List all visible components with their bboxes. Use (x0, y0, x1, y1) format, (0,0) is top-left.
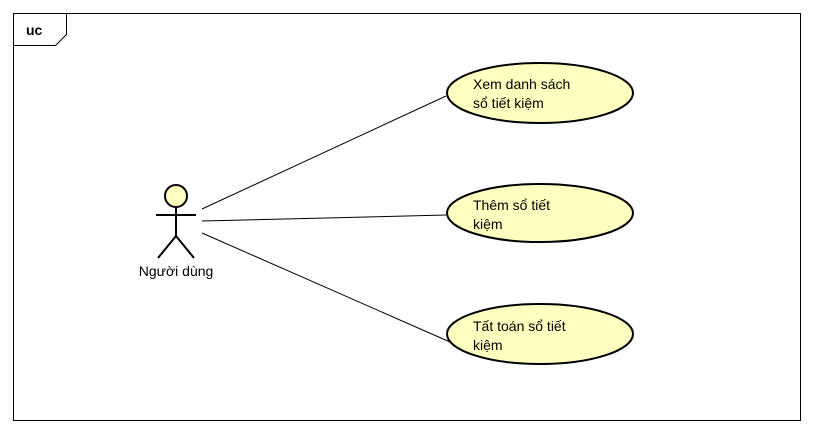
use-case-label-line1: Tất toán sổ tiết (473, 318, 566, 334)
diagram-frame (13, 13, 801, 421)
actor-name: Người dùng (139, 263, 214, 279)
association-line-3 (201, 232, 451, 343)
actor-left-leg (157, 235, 177, 259)
actor-head (164, 184, 188, 208)
association-line-2 (201, 214, 447, 222)
association-line-1 (201, 95, 447, 210)
use-case-view-savings-list[interactable]: Xem danh sách sổ tiết kiệm (446, 62, 634, 124)
use-case-ellipse (446, 183, 634, 243)
use-case-label-line1: Xem danh sách (473, 76, 570, 92)
actor-stick-figure-icon[interactable] (156, 184, 196, 259)
frame-tab (13, 13, 67, 46)
use-case-label-line2: kiệm (473, 216, 503, 232)
use-case-settle-savings-book[interactable]: Tất toán sổ tiết kiệm (446, 303, 634, 365)
use-case-add-savings-book[interactable]: Thêm sổ tiết kiệm (446, 183, 634, 243)
frame-label: uc (26, 22, 43, 38)
use-case-label-line2: sổ tiết kiệm (473, 95, 544, 111)
use-case-ellipse (446, 303, 634, 365)
use-case-label-line2: kiệm (473, 337, 503, 353)
use-case-ellipse (446, 62, 634, 124)
actor-right-leg (175, 235, 195, 259)
use-case-label-line1: Thêm sổ tiết (473, 197, 550, 213)
